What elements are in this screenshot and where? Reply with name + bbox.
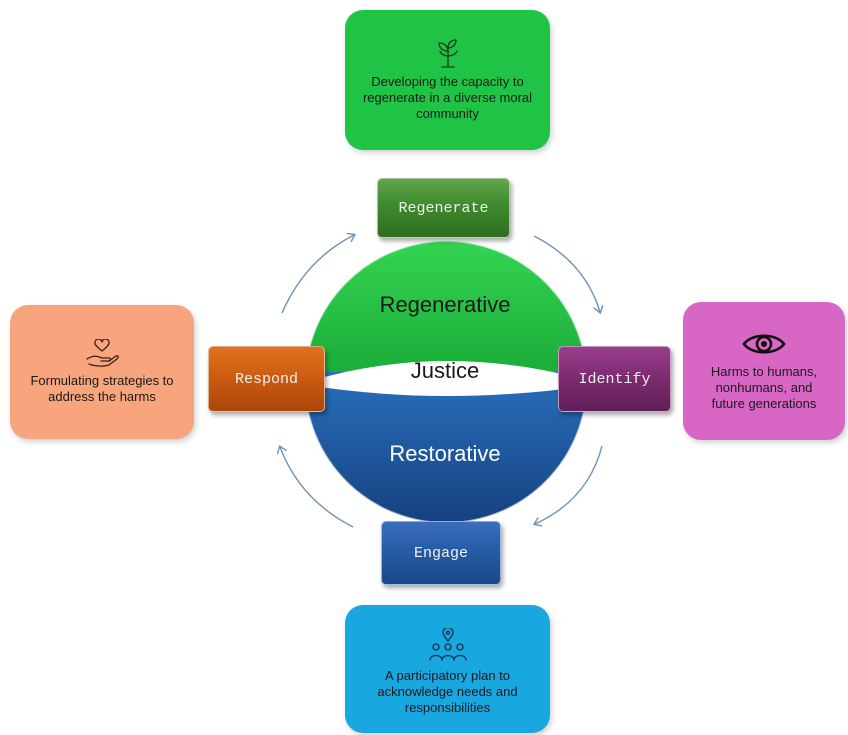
restorative-label: Restorative (389, 441, 501, 466)
respond-step-button[interactable]: Respond (208, 346, 325, 412)
eye-icon (742, 330, 786, 358)
plant-sprout-icon (434, 38, 462, 68)
regenerative-label: Regenerative (379, 292, 511, 317)
justice-band (305, 361, 587, 396)
people-location-icon (428, 626, 468, 662)
identify-card-text: Harms to humans, nonhumans, and future g… (710, 364, 818, 411)
justice-label: Justice (410, 358, 480, 383)
engage-card-text: A participatory plan to acknowledge need… (377, 668, 518, 715)
cycle-arrow-bottom-left (280, 447, 354, 528)
identify-step-button[interactable]: Identify (558, 346, 671, 412)
heart-hand-icon (85, 338, 119, 367)
engage-info-card: A participatory plan to acknowledge need… (345, 605, 550, 733)
respond-card-text: Formulating strategies to address the ha… (30, 373, 174, 404)
cycle-arrow-top-right (533, 235, 600, 312)
regenerate-card-text: Developing the capacity to regenerate in… (362, 74, 533, 121)
cycle-arrow-top-left (281, 235, 354, 314)
identify-info-card: Harms to humans, nonhumans, and future g… (683, 302, 845, 440)
justice-circle (305, 241, 587, 523)
engage-step-button[interactable]: Engage (381, 521, 501, 585)
cycle-arrow-bottom-right (535, 445, 603, 524)
regenerate-step-button[interactable]: Regenerate (377, 178, 510, 238)
regenerate-info-card: Developing the capacity to regenerate in… (345, 10, 550, 150)
respond-info-card: Formulating strategies to address the ha… (10, 305, 194, 439)
